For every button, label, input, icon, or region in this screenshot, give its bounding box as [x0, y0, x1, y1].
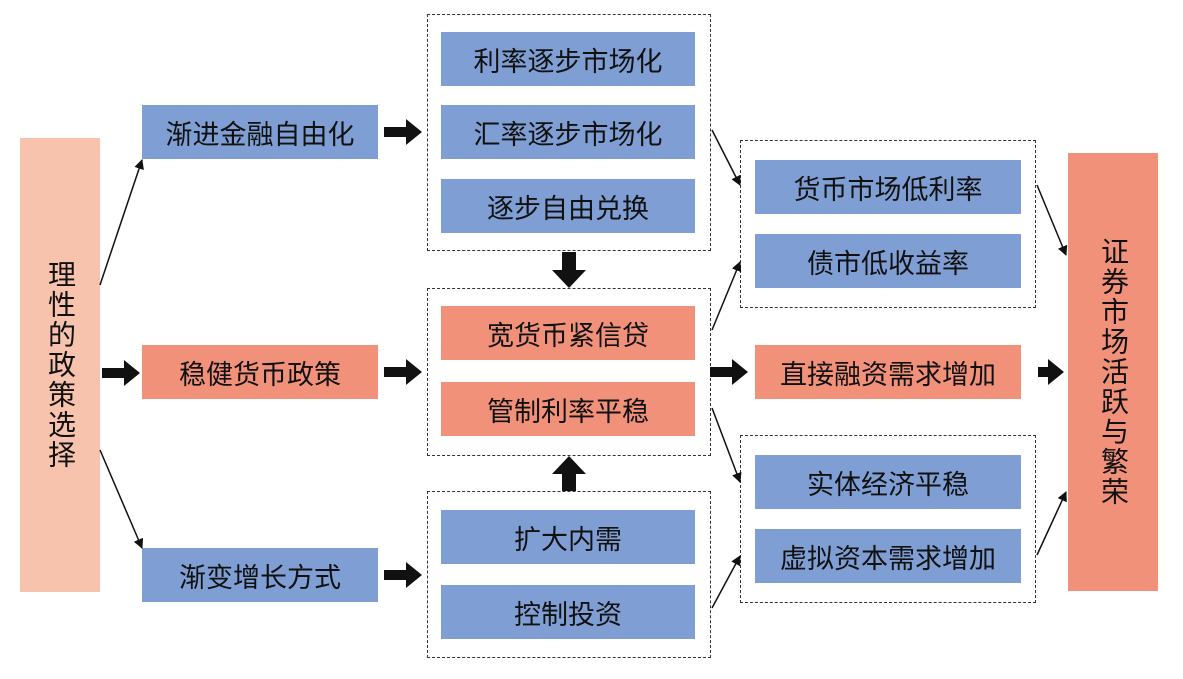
growth-item: 控制投资	[441, 585, 695, 639]
arrow-growth-to-items	[384, 562, 422, 588]
monetary-item: 管制利率平稳	[441, 382, 695, 436]
lower-results-group	[740, 435, 1036, 603]
arrow-upper-to-outcome	[1036, 184, 1068, 256]
monetary-node: 稳健货币政策	[142, 345, 378, 399]
arrow-liberalization-down	[552, 252, 586, 288]
liberalization-node: 渐进金融自由化	[142, 105, 378, 159]
growth-item: 扩大内需	[441, 510, 695, 564]
arrow-credit-to-upper	[711, 261, 742, 331]
arrow-monetary-to-middle	[710, 359, 748, 385]
arrow-root-to-growth	[99, 449, 144, 549]
upper-results-group	[740, 140, 1036, 308]
arrow-growth-up	[552, 456, 586, 491]
liberalization-item: 逐步自由兑换	[441, 179, 695, 233]
monetary-item: 宽货币紧信贷	[441, 306, 695, 360]
arrow-middle-to-outcome	[1038, 359, 1064, 385]
liberalization-item: 利率逐步市场化	[441, 32, 695, 86]
lower-result: 实体经济平稳	[755, 455, 1021, 509]
arrow-root-to-liberalization	[99, 159, 144, 286]
growth-group	[427, 491, 711, 658]
arrow-lower-to-outcome	[1036, 491, 1067, 556]
arrow-liberalization-to-items	[384, 119, 422, 145]
growth-node: 渐变增长方式	[142, 548, 378, 602]
outcome-node: 证券市场活跃与繁荣	[1068, 153, 1158, 591]
upper-result: 债市低收益率	[755, 234, 1021, 288]
middle-result: 直接融资需求增加	[755, 345, 1021, 399]
lower-result: 虚拟资本需求增加	[755, 529, 1021, 583]
arrow-exchange-to-upper	[711, 129, 741, 186]
upper-result: 货币市场低利率	[755, 160, 1021, 214]
liberalization-item: 汇率逐步市场化	[441, 105, 695, 159]
root-node: 理性的政策选择	[20, 138, 100, 592]
arrow-rate-to-lower	[711, 407, 742, 483]
arrow-monetary-to-items	[384, 359, 422, 385]
arrow-root-to-monetary	[102, 360, 140, 386]
arrow-invest-to-lower	[711, 555, 741, 609]
liberalization-group	[427, 14, 711, 251]
